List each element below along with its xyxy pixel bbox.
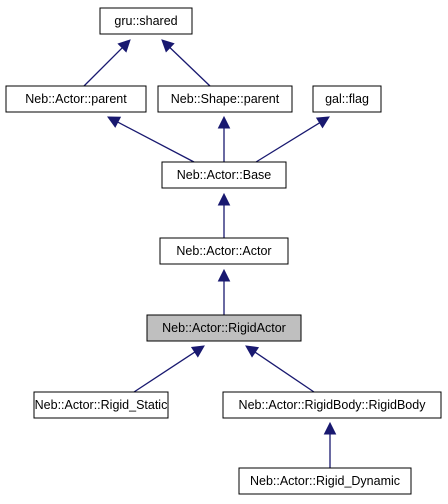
arrowhead-icon xyxy=(117,39,131,53)
arrowhead-icon xyxy=(217,115,231,129)
edge-neb-actor-rigidbody-rigidbody-to-neb-actor-rigidactor xyxy=(254,351,315,393)
edge-neb-shape-parent-to-gru-shared xyxy=(169,47,211,87)
node-label: Neb::Actor::Rigid_Dynamic xyxy=(250,474,400,488)
edges-layer xyxy=(83,39,337,468)
edge-neb-actor-rigid-static-to-neb-actor-rigidactor xyxy=(133,351,196,393)
node-neb-actor-rigid-static[interactable]: Neb::Actor::Rigid_Static xyxy=(33,391,169,419)
nodes-layer: gru::shared Neb::Actor::parent Neb::Shap… xyxy=(5,7,442,495)
node-neb-actor-actor[interactable]: Neb::Actor::Actor xyxy=(159,237,289,265)
edge-neb-actor-base-to-gal-flag xyxy=(255,122,320,163)
node-label: Neb::Actor::RigidBody::RigidBody xyxy=(239,398,427,412)
arrowhead-icon xyxy=(217,192,231,206)
node-gal-flag[interactable]: gal::flag xyxy=(312,85,382,113)
node-neb-shape-parent[interactable]: Neb::Shape::parent xyxy=(157,85,293,113)
arrowhead-icon xyxy=(245,345,260,358)
arrowhead-icon xyxy=(217,268,231,282)
arrowhead-icon xyxy=(107,116,122,128)
node-label: gru::shared xyxy=(114,14,177,28)
edge-neb-actor-parent-to-gru-shared xyxy=(83,47,123,87)
arrowhead-icon xyxy=(161,39,175,53)
node-gru-shared[interactable]: gru::shared xyxy=(99,7,193,35)
node-label: Neb::Actor::RigidActor xyxy=(162,321,286,335)
arrowhead-icon xyxy=(190,345,205,358)
node-label: Neb::Actor::Actor xyxy=(176,244,271,258)
node-neb-actor-rigidbody-rigidbody[interactable]: Neb::Actor::RigidBody::RigidBody xyxy=(222,391,442,419)
node-neb-actor-parent[interactable]: Neb::Actor::parent xyxy=(5,85,147,113)
node-neb-actor-rigidactor[interactable]: Neb::Actor::RigidActor xyxy=(146,314,302,342)
node-label: Neb::Shape::parent xyxy=(171,92,280,106)
node-label: Neb::Actor::Base xyxy=(177,168,272,182)
node-neb-actor-base[interactable]: Neb::Actor::Base xyxy=(161,161,287,189)
edge-neb-actor-base-to-neb-actor-parent xyxy=(117,121,195,163)
arrowhead-icon xyxy=(323,421,337,435)
node-neb-actor-rigid-dynamic[interactable]: Neb::Actor::Rigid_Dynamic xyxy=(238,467,412,495)
node-label: Neb::Actor::parent xyxy=(25,92,127,106)
arrowhead-icon xyxy=(315,116,330,129)
node-label: Neb::Actor::Rigid_Static xyxy=(35,398,168,412)
node-label: gal::flag xyxy=(325,92,369,106)
